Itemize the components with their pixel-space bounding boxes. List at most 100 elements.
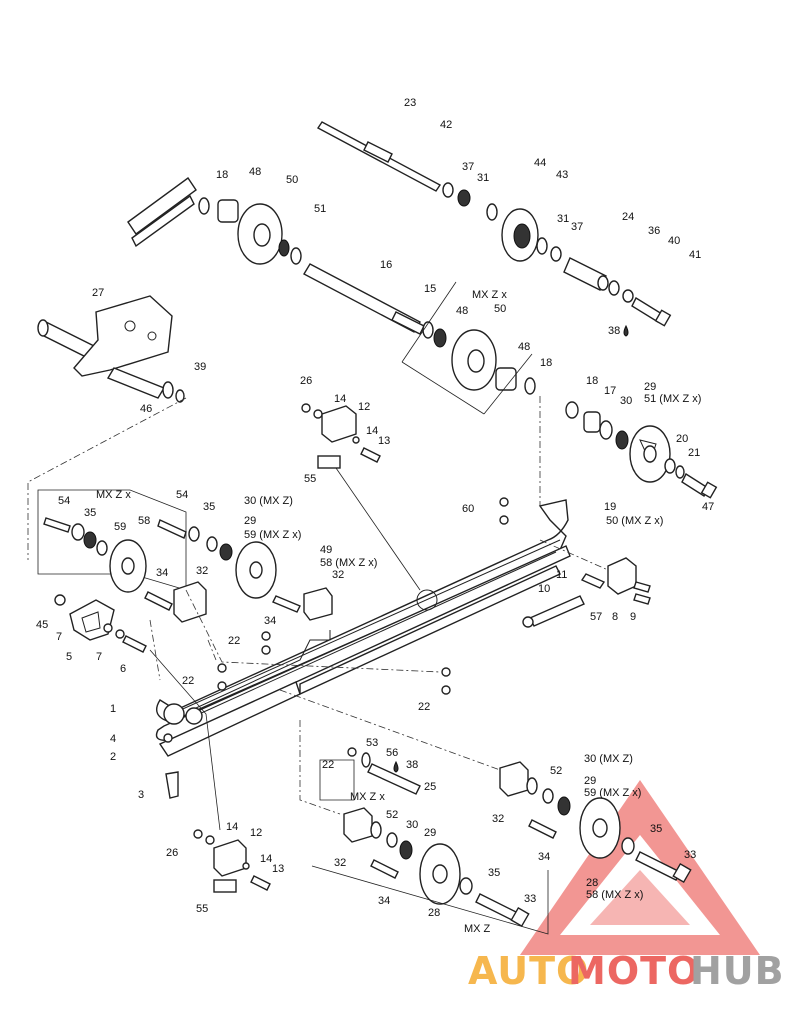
callout-8: 8 — [612, 611, 618, 623]
callout-labels: 23 42 37 31 44 43 18 48 50 51 31 37 24 3… — [36, 97, 714, 935]
variant-mxzx-left: MX Z x — [96, 489, 131, 501]
svg-text:AUTO: AUTO — [468, 949, 589, 993]
callout-23: 23 — [404, 97, 416, 109]
callout-28b: 28 — [586, 877, 598, 889]
callout-22d: 22 — [322, 759, 334, 771]
callout-35c: 35 — [488, 867, 500, 879]
callout-29c: 29 — [424, 827, 436, 839]
callout-47: 47 — [702, 501, 714, 513]
callout-54b: 54 — [176, 489, 188, 501]
callout-44: 44 — [534, 157, 546, 169]
callout-52a: 52 — [550, 765, 562, 777]
callout-46: 46 — [140, 403, 152, 415]
callout-32a: 32 — [196, 565, 208, 577]
callout-18a: 18 — [216, 169, 228, 181]
callout-10: 10 — [538, 583, 550, 595]
lower-mid-assembly — [311, 747, 692, 935]
callout-28a: 28 — [428, 907, 440, 919]
callout-55b: 55 — [196, 903, 208, 915]
callout-42: 42 — [440, 119, 452, 131]
callout-51b: 51 (MX Z x) — [644, 393, 701, 405]
callout-30a: 30 — [620, 395, 632, 407]
callout-1: 1 — [110, 703, 116, 715]
callout-49: 49 — [320, 544, 332, 556]
callout-37a: 37 — [462, 161, 474, 173]
callout-35a: 35 — [84, 507, 96, 519]
callout-18b: 18 — [540, 357, 552, 369]
callout-26a: 26 — [300, 375, 312, 387]
callout-15: 15 — [424, 283, 436, 295]
callout-37b: 37 — [571, 221, 583, 233]
callout-34b: 34 — [264, 615, 276, 627]
callout-19: 19 — [604, 501, 616, 513]
callout-32b: 32 — [332, 569, 344, 581]
callout-7a: 7 — [56, 631, 62, 643]
upper-shaft-assembly — [127, 121, 672, 337]
callout-58c: 58 (MX Z x) — [586, 889, 643, 901]
callout-34c: 34 — [378, 895, 390, 907]
callout-32d: 32 — [492, 813, 504, 825]
callout-14d: 14 — [260, 853, 272, 865]
callout-39: 39 — [194, 361, 206, 373]
main-slide-rail — [155, 497, 571, 799]
callout-32c: 32 — [334, 857, 346, 869]
callout-30c: 30 — [406, 819, 418, 831]
lower-stopper-block — [193, 829, 271, 893]
callout-27: 27 — [92, 287, 104, 299]
left-wheel-set — [37, 489, 333, 623]
callout-35b: 35 — [203, 501, 215, 513]
assembly-lines — [27, 396, 609, 831]
callout-17: 17 — [604, 385, 616, 397]
callout-59c: 59 (MX Z x) — [584, 787, 641, 799]
callout-48a: 48 — [249, 166, 261, 178]
callout-22c: 22 — [418, 701, 430, 713]
callout-50b: 50 — [494, 303, 506, 315]
watermark-text: AUTO MOTO HUB — [468, 949, 785, 993]
callout-14b: 14 — [366, 425, 378, 437]
callout-34a: 34 — [156, 567, 168, 579]
callout-48b: 48 — [456, 305, 468, 317]
callout-9: 9 — [630, 611, 636, 623]
right-rear-wheel-assembly — [565, 401, 718, 499]
variant-mxz-bottom: MX Z — [464, 923, 491, 935]
callout-53: 53 — [366, 737, 378, 749]
callout-12b: 12 — [250, 827, 262, 839]
callout-24: 24 — [622, 211, 634, 223]
callout-26b: 26 — [166, 847, 178, 859]
callout-12a: 12 — [358, 401, 370, 413]
callout-25: 25 — [424, 781, 436, 793]
callout-20: 20 — [676, 433, 688, 445]
callout-34d: 34 — [538, 851, 550, 863]
callout-22a: 22 — [228, 635, 240, 647]
svg-text:HUB: HUB — [690, 949, 785, 993]
callout-11: 11 — [556, 569, 567, 581]
callout-50c: 50 (MX Z x) — [606, 515, 663, 527]
pivot-arm-assembly — [37, 295, 185, 403]
callout-29b: 29 — [244, 515, 256, 527]
callout-7b: 7 — [96, 651, 102, 663]
callout-31a: 31 — [477, 172, 489, 184]
svg-text:MOTO: MOTO — [568, 949, 700, 993]
callout-29d: 29 — [584, 775, 596, 787]
callout-22b: 22 — [182, 675, 194, 687]
callout-21: 21 — [688, 447, 700, 459]
callout-55a: 55 — [304, 473, 316, 485]
callout-51a: 51 — [314, 203, 326, 215]
callout-38b: 38 — [406, 759, 418, 771]
callout-58b: 58 (MX Z x) — [320, 557, 377, 569]
callout-2: 2 — [110, 751, 116, 763]
callout-3: 3 — [138, 789, 144, 801]
callout-4: 4 — [110, 733, 116, 745]
callout-6: 6 — [120, 663, 126, 675]
callout-43: 43 — [556, 169, 568, 181]
front-stopper — [54, 594, 147, 653]
callout-60: 60 — [462, 503, 474, 515]
callout-30b: 30 (MX Z) — [244, 495, 293, 507]
callout-45: 45 — [36, 619, 48, 631]
callout-29a: 29 — [644, 381, 656, 393]
callout-36: 36 — [648, 225, 660, 237]
callout-58a: 58 — [138, 515, 150, 527]
callout-30d: 30 (MX Z) — [584, 753, 633, 765]
callout-41: 41 — [689, 249, 701, 261]
callout-16: 16 — [380, 259, 392, 271]
